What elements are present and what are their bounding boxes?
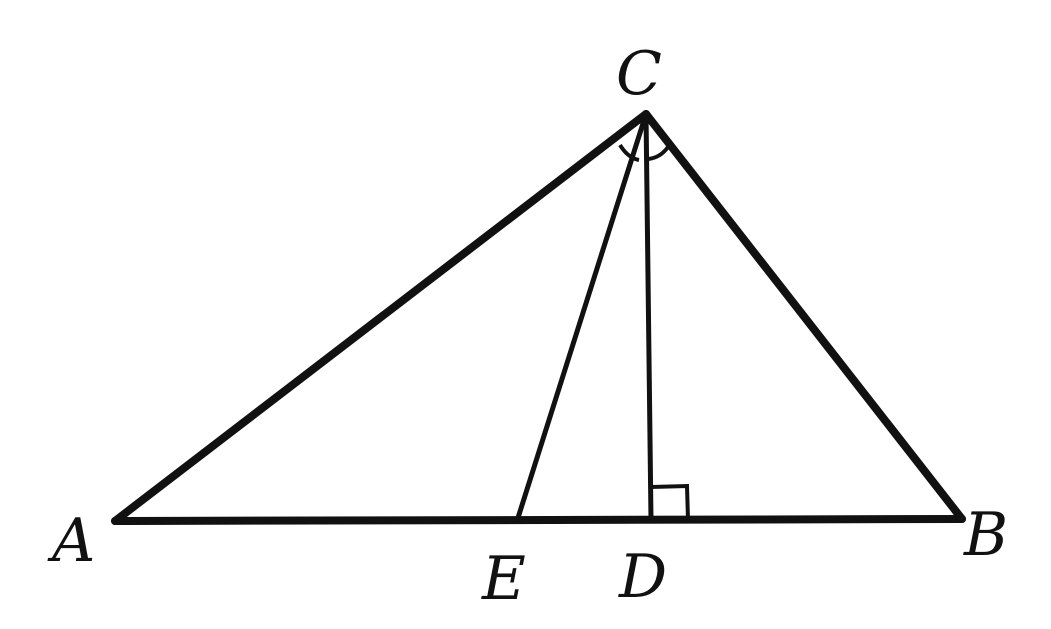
angle-arc-right xyxy=(647,145,670,161)
angle-arc-left xyxy=(618,143,640,162)
label-e: E xyxy=(481,544,526,614)
segment-ce xyxy=(514,111,649,524)
label-d: D xyxy=(618,542,667,612)
label-c: C xyxy=(616,39,662,109)
segment-cd xyxy=(643,111,654,523)
segment-ac xyxy=(111,110,650,525)
label-b: B xyxy=(963,500,1008,570)
right-angle-mark xyxy=(650,483,690,521)
segment-bc xyxy=(642,110,966,523)
label-a: A xyxy=(47,506,95,576)
segment-ab xyxy=(111,515,966,525)
